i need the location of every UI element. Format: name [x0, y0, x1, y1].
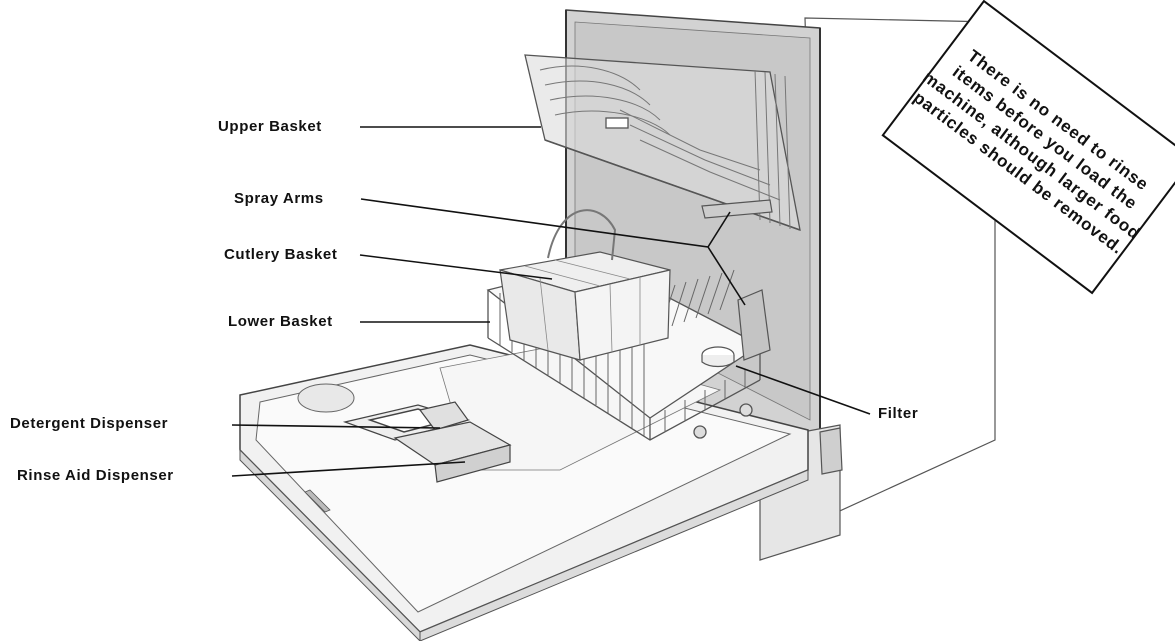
label-spray-arms: Spray Arms: [234, 190, 324, 207]
label-lower-basket: Lower Basket: [228, 313, 333, 330]
detergent-dispenser-shape: [342, 401, 471, 441]
leader-detergent-dispenser: [231, 424, 441, 429]
leader-cutlery-basket: [359, 254, 553, 280]
leader-filter: [735, 365, 871, 415]
filter-shape: [701, 346, 735, 368]
rinse-aid-dispenser-shape: [393, 421, 512, 483]
leader-rinse-aid-dispenser: [231, 461, 466, 477]
spray-arms-shape: [701, 199, 773, 361]
label-upper-basket: Upper Basket: [218, 118, 322, 135]
leader-lines: [231, 126, 871, 477]
label-filter: Filter: [878, 405, 919, 422]
leader-spray-arms-top: [707, 211, 731, 248]
label-rinse-aid-dispenser: Rinse Aid Dispenser: [17, 467, 174, 484]
cutlery-basket-shape: [499, 209, 671, 361]
upper-basket-shape: [524, 54, 801, 231]
label-detergent-dispenser: Detergent Dispenser: [10, 415, 169, 432]
label-cutlery-basket: Cutlery Basket: [224, 246, 338, 263]
